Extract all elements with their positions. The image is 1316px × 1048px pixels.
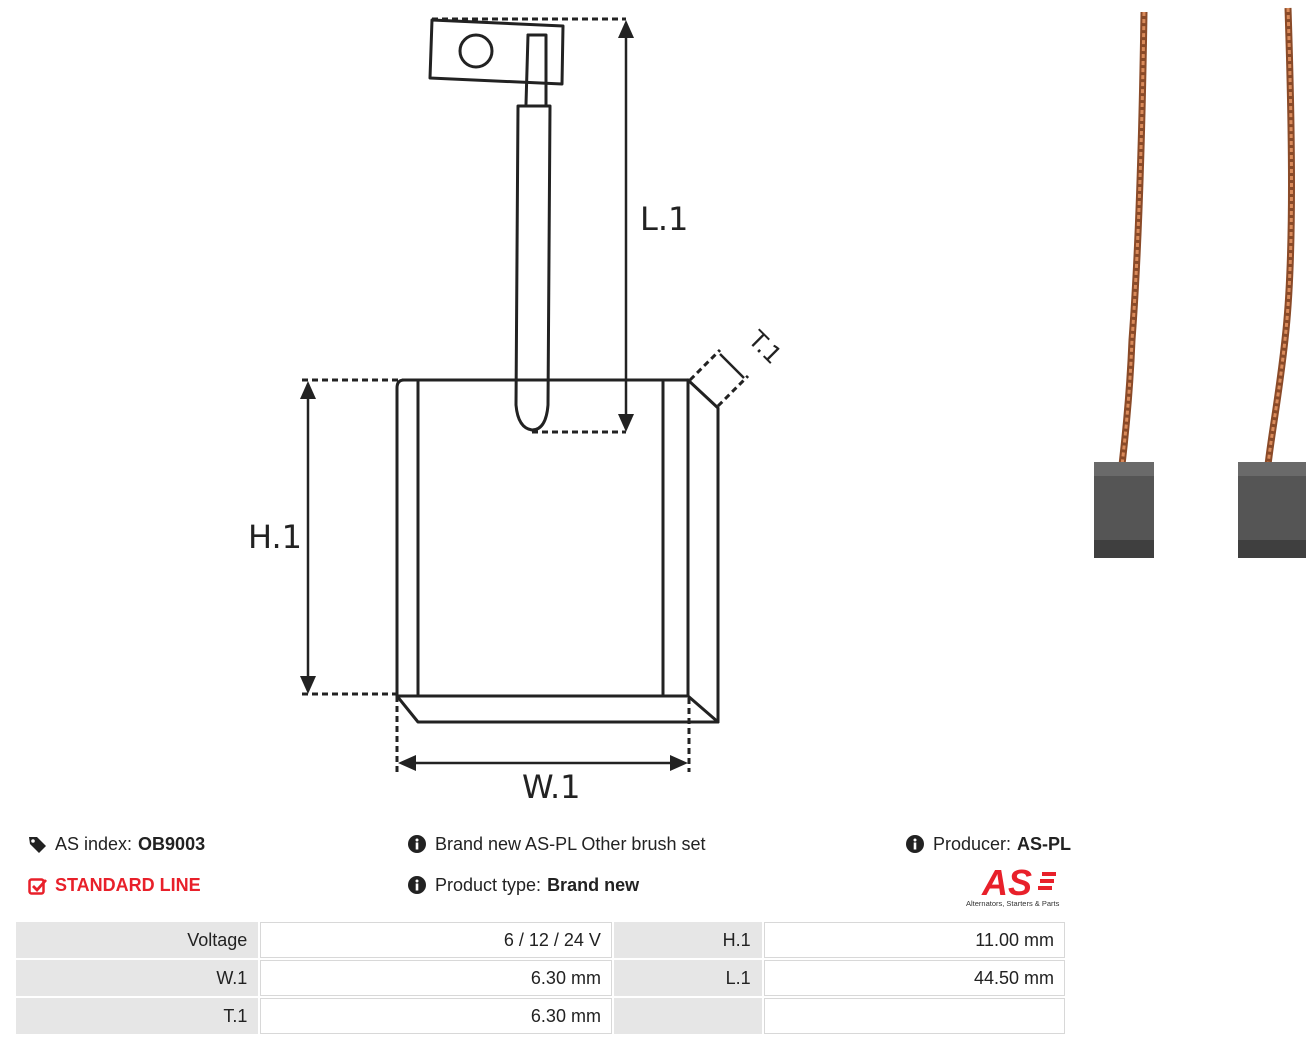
product-type: Product type: Brand new — [408, 875, 639, 896]
tags-icon — [28, 835, 48, 855]
table-row: Voltage 6 / 12 / 24 V H.1 11.00 mm — [16, 922, 1065, 958]
spec-key: Voltage — [16, 922, 259, 958]
thickness-label: T.1 — [742, 325, 787, 370]
spec-value: 6.30 mm — [260, 998, 612, 1034]
spec-key: L.1 — [613, 960, 762, 996]
spec-key: W.1 — [16, 960, 259, 996]
product-type-value: Brand new — [547, 875, 640, 895]
width-label: W.1 — [522, 768, 581, 806]
product-description: Brand new AS-PL Other brush set — [408, 834, 705, 855]
spec-value: 11.00 mm — [763, 922, 1065, 958]
spec-value: 44.50 mm — [763, 960, 1065, 996]
spec-key — [613, 998, 762, 1034]
producer-label: Producer: — [933, 834, 1012, 854]
producer: Producer: AS-PL — [906, 834, 1071, 855]
as-index: AS index: OB9003 — [28, 834, 205, 855]
terminal-lug — [428, 18, 565, 86]
spec-key: H.1 — [613, 922, 762, 958]
brush-dimension-drawing: L.1 H.1 W.1 T.1 — [248, 17, 787, 806]
table-row: W.1 6.30 mm L.1 44.50 mm — [16, 960, 1065, 996]
description-text: Brand new AS-PL Other brush set — [435, 834, 706, 854]
as-index-label: AS index: — [55, 834, 133, 854]
spec-value — [763, 998, 1065, 1034]
length-label: L.1 — [640, 200, 688, 238]
product-line-label: STANDARD LINE — [55, 875, 201, 895]
as-pl-logo: AS Alternators, Starters & Parts — [966, 862, 1060, 908]
lug-hole — [458, 33, 494, 69]
info-circle-icon — [408, 875, 428, 896]
logo-tagline: Alternators, Starters & Parts — [966, 899, 1060, 908]
info-circle-icon — [408, 834, 428, 855]
producer-value: AS-PL — [1017, 834, 1072, 854]
specs-table: Voltage 6 / 12 / 24 V H.1 11.00 mm W.1 6… — [14, 920, 1067, 1036]
brush-photo-1 — [1094, 11, 1154, 558]
brush-block — [395, 378, 690, 698]
spec-value: 6 / 12 / 24 V — [260, 922, 612, 958]
product-type-label: Product type: — [435, 875, 542, 895]
logo-mark: AS — [981, 862, 1032, 903]
info-circle-icon — [906, 834, 926, 855]
as-index-value: OB9003 — [138, 834, 206, 854]
shunt-wire — [514, 104, 552, 432]
height-label: H.1 — [248, 518, 302, 556]
spec-key: T.1 — [16, 998, 259, 1034]
brush-photo-2 — [1238, 7, 1306, 558]
product-line: STANDARD LINE — [28, 875, 201, 896]
check-square-icon — [28, 876, 48, 896]
table-row: T.1 6.30 mm — [16, 998, 1065, 1034]
spec-value: 6.30 mm — [260, 960, 612, 996]
